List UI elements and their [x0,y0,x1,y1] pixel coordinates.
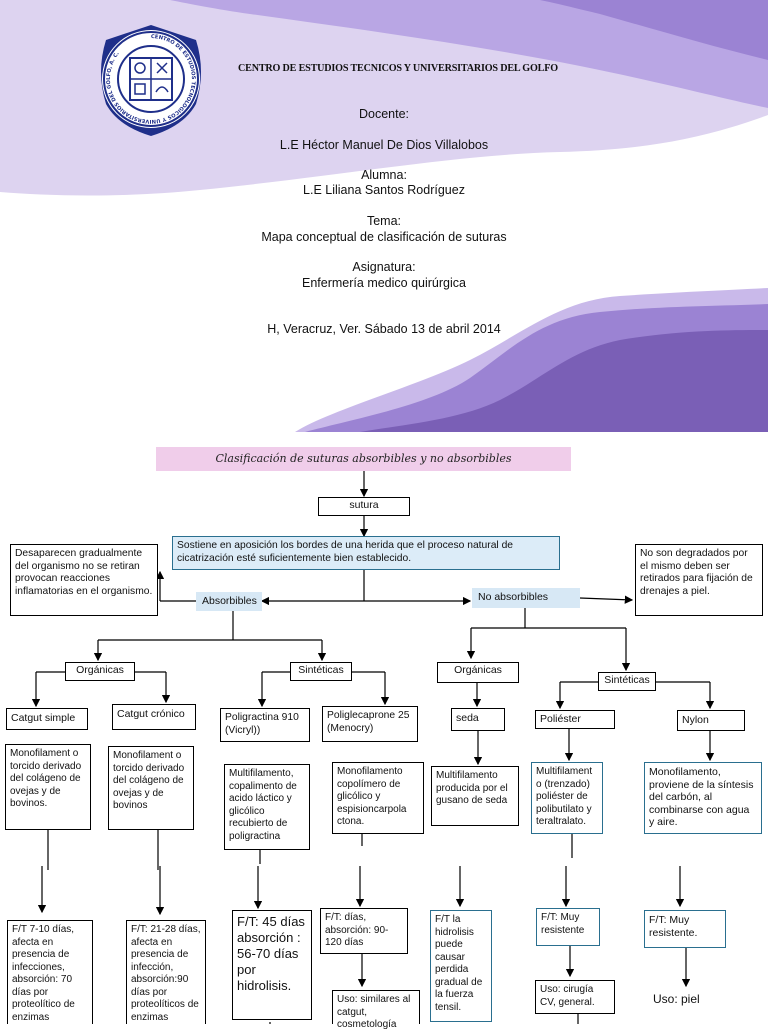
node-sutura: sutura [318,497,410,516]
cover-page: CENTRO DE ESTUDIOS TECNOLOGICOS Y UNIVER… [0,0,768,432]
ft-poliglecaprone: F/T: días, absorción: 90-120 días [320,908,408,954]
node-poliglecaprone: Poliglecaprone 25 (Menocry) [322,706,418,742]
ft-poliglactina: F/T: 45 días absorción : 56-70 días por … [232,910,312,1020]
desc-seda: Multifilamento producida por el gusano d… [431,766,519,826]
asignatura-label: Asignatura: [352,260,416,274]
ft-nylon: F/T: Muy resistente. [644,910,726,948]
node-poliglactina: Poligractina 910 (Vicryl)) [220,708,310,742]
node-definition: Sostiene en aposición los bordes de una … [172,536,560,570]
alumna-label: Alumna: [361,168,407,182]
institution-name: CENTRO DE ESTUDIOS TECNICOS Y UNIVERSITA… [238,62,558,74]
desc-poliester: Multifilament o (trenzado) poliéster de … [531,762,603,834]
desc-poliglecaprone: Monofilamento copolímero de glicólico y … [332,762,424,834]
desc-poliglactina: Multifilamento, copalimento de acido lác… [224,764,310,850]
node-no-absorbibles-note: No son degradados por el mismo deben ser… [635,544,763,616]
node-noabs-sinteticas: Sintéticas [598,672,656,691]
institution-logo: CENTRO DE ESTUDIOS TECNOLOGICOS Y UNIVER… [94,22,209,140]
ft-seda: F/T la hidrolisis puede causar perdida g… [430,910,492,1022]
connector-lines [31,471,715,1024]
node-abs-sinteticas: Sintéticas [290,662,352,681]
map-title: Clasificación de suturas absorbibles y n… [156,447,571,471]
desc-nylon: Monofilamento, proviene de la síntesis d… [644,762,762,834]
node-noabs-organicas: Orgánicas [437,662,519,683]
desc-catgut-cronico: Monofilament o torcido derivado del colá… [108,746,194,830]
node-no-absorbibles: No absorbibles [472,588,580,608]
ft-catgut-cronico: F/T: 21-28 días, afecta en presencia de … [126,920,206,1024]
node-catgut-cronico: Catgut crónico [112,704,196,730]
tema-label: Tema: [366,214,402,228]
node-abs-organicas: Orgánicas [65,662,135,681]
node-absorbibles-note: Desaparecen gradualmente del organismo n… [10,544,158,616]
node-poliester: Poliéster [535,710,615,729]
node-nylon: Nylon [677,710,745,731]
asignatura-value: Enfermería medico quirúrgica [302,276,466,290]
uso-poliglecaprone: Uso: similares al catgut, cosmetología [332,990,420,1030]
uso-poliester: Uso: cirugía CV, general. [535,980,615,1014]
uso-nylon: Uso: piel [653,992,700,1006]
docente-label: Docente: [358,107,410,121]
docente-name: L.E Héctor Manuel De Dios Villalobos [279,138,489,152]
ft-catgut-simple: F/T 7-10 días, afecta en presencia de in… [7,920,93,1024]
date-line: H, Veracruz, Ver. Sábado 13 de abril 201… [267,322,501,336]
alumna-name: L.E Liliana Santos Rodríguez [303,183,465,197]
node-absorbibles: Absorbibles [196,592,262,611]
tema-value: Mapa conceptual de clasificación de sutu… [261,230,507,244]
node-catgut-simple: Catgut simple [6,708,88,730]
desc-catgut-simple: Monofilament o torcido derivado del colá… [5,744,91,830]
node-seda: seda [451,708,505,731]
ft-poliester: F/T: Muy resistente [536,908,600,946]
